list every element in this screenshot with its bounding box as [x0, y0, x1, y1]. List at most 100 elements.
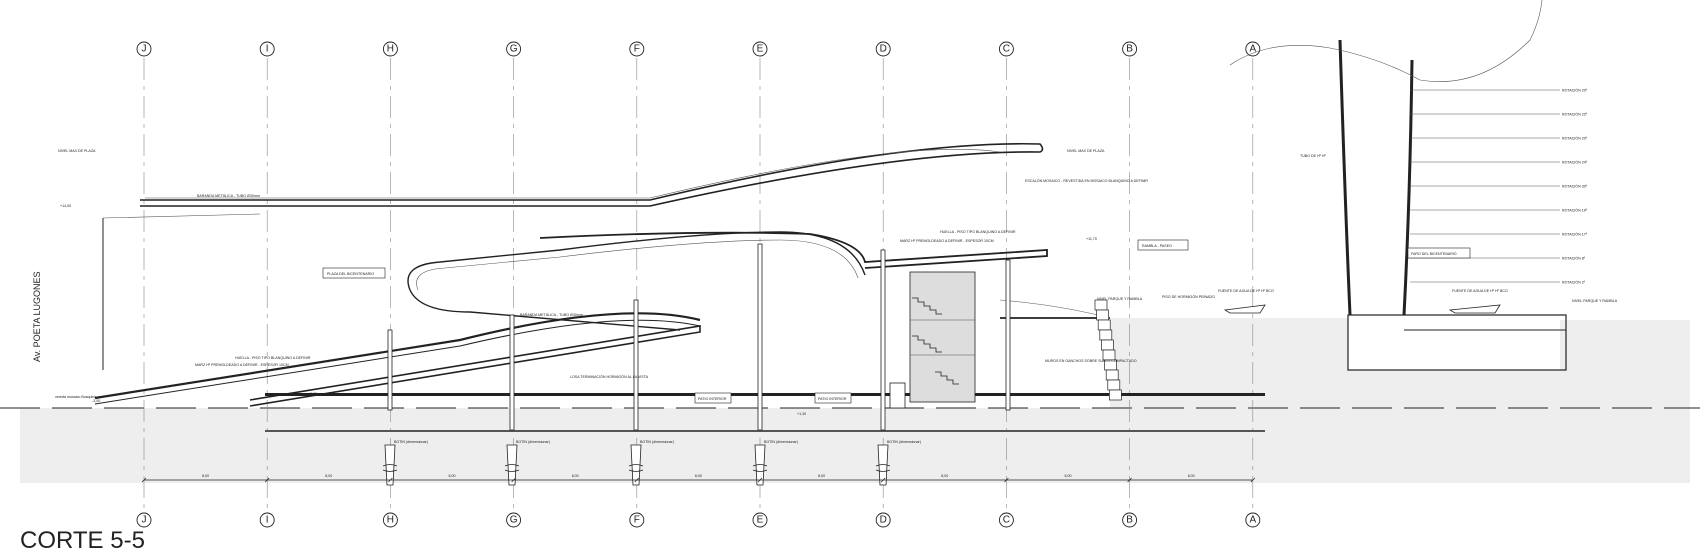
pile: [630, 444, 642, 486]
foundation-label: BOTIN (dimensionar): [764, 440, 798, 444]
annot-marz-top: MARZ Hº PREMOLDEADO A DEFINIR - ESPESOR …: [900, 239, 994, 243]
foundations: BOTIN (dimensionar) BOTIN (dimensionar) BO…: [382, 440, 921, 486]
pile: [877, 444, 889, 486]
dimension-tick: [1127, 477, 1132, 483]
column: [509, 314, 515, 431]
grid-bubble: [136, 41, 152, 57]
pile-break: [504, 464, 520, 472]
gabion-block: [1099, 329, 1113, 341]
ground-fill: [20, 318, 1690, 483]
grid-bubble: [1122, 512, 1138, 528]
gabion-block: [1105, 369, 1119, 381]
floor-label: ROTACIÓN 19º: [1562, 208, 1588, 213]
annot-cota-4: +1,30: [797, 412, 806, 416]
lower-slab: [265, 393, 1265, 396]
street-label: Av. POETA LUGONES: [32, 271, 42, 362]
room-label-faro: FARO DEL BICENTENARIO: [1411, 252, 1457, 256]
annot-losa: LOSA TERMINACIÓN HORMIGÓN AL LA VISTA: [570, 374, 649, 379]
stair-door: [889, 382, 906, 409]
grid-axis-label: B: [1126, 515, 1133, 526]
pile: [754, 444, 766, 486]
annot-cota-5: -3,00: [92, 399, 100, 403]
tower-base: [1347, 314, 1567, 371]
column: [880, 249, 886, 431]
grid-bubble: [506, 41, 522, 57]
grid-axis-label: C: [1003, 515, 1010, 526]
dimension-tick: [1004, 477, 1009, 483]
columns: [387, 243, 1011, 431]
fountains: [1223, 304, 1501, 314]
grid-axis-label: J: [142, 44, 147, 55]
grid-bubble: [1245, 512, 1261, 528]
grid-axis-label: E: [757, 515, 764, 526]
tower-curve: [1229, 0, 1543, 82]
annot-baranda-mid: BARANDA METÁLICA - TUBO Ø30mm: [520, 313, 583, 317]
dimension-value: 8,00: [1188, 474, 1195, 478]
room-label-plaza: PLAZA DEL BICENTENARIO: [327, 272, 374, 276]
pile-break: [875, 464, 891, 472]
pile: [506, 444, 518, 486]
annot-nivel-max-right: NIVEL MAX DE PLAZA: [1067, 149, 1105, 153]
gabion-block: [1101, 339, 1114, 351]
label-box-faro: [1407, 247, 1471, 259]
foundation-label: BOTIN (dimensionar): [640, 440, 674, 444]
label-box-patio-2: [814, 392, 852, 404]
dimension-tick: [634, 477, 640, 483]
grid-axis-label: A: [1249, 515, 1256, 526]
annot-vereda: vereda mosaico Bosquino: [55, 395, 96, 399]
upper-slab-curve: [539, 231, 1048, 269]
floor-label: ROTACIÓN 20º: [1562, 136, 1588, 141]
grid-axis-label: F: [634, 515, 640, 526]
annot-cota-3: +5,20: [308, 392, 317, 396]
dimension-tick: [880, 477, 886, 483]
grid-axis-label: D: [880, 515, 887, 526]
terrace-edge: [999, 299, 1111, 319]
grid-axis-label: I: [266, 515, 269, 526]
grid-bubble: [752, 512, 768, 528]
plaza-slope-lower: [94, 319, 701, 405]
dimension-value: 8,00: [818, 474, 825, 478]
pile: [384, 444, 396, 486]
dimension-value: 8,00: [1065, 474, 1072, 478]
gabion-block: [1096, 309, 1109, 321]
foundation-label: BOTIN (dimensionar): [394, 440, 428, 444]
fountain-1: [1223, 304, 1266, 314]
retaining-wall: [1094, 299, 1122, 401]
dimension-value: 8,00: [202, 474, 209, 478]
floor-label: ROTACIÓN 2º: [1562, 280, 1586, 285]
grid-axis-label: H: [387, 44, 394, 55]
floor-label: ROTACIÓN 17º: [1562, 232, 1588, 237]
plaza-top-outline: [102, 213, 261, 219]
annot-fuente-2: FUENTE DE AGUA DE Hº Hº BCO: [1452, 289, 1508, 293]
stair-flight-2: [912, 335, 942, 353]
grid-axis-label: I: [266, 44, 269, 55]
upper-ramp-handrail: [145, 149, 1001, 199]
dimension-tick: [264, 477, 270, 483]
dimension-tick: [1250, 477, 1256, 483]
grid-bubble: [629, 512, 645, 528]
dimension-tick: [141, 477, 147, 483]
pile-break: [628, 464, 644, 472]
annot-nivel-parque-2: NIVEL PARQUE Y RAMBLA: [1572, 299, 1618, 303]
floor-label: ROTACIÓN 24º: [1562, 160, 1588, 165]
dimension-value: 8,00: [572, 474, 579, 478]
plaza-slope: [94, 312, 701, 400]
annot-cota-1: +14,00: [60, 204, 71, 208]
column: [1005, 259, 1011, 411]
grid-bubble: [998, 512, 1014, 528]
tower-wall-left: [1338, 39, 1352, 316]
room-label-patio-1: PATIO INTERIOR: [698, 397, 727, 401]
annot-piso-hormigon: PISO DE HORMIGÓN PEINADO: [1162, 294, 1215, 299]
column: [757, 243, 763, 431]
upper-ramp: [140, 142, 1044, 207]
annot-escalon: ESCALÓN MOSAICO - REVESTIDA EN MOSAICO B…: [1025, 178, 1148, 183]
grid-bubble: [506, 512, 522, 528]
pile-break: [752, 464, 768, 472]
annot-baranda-top: BARANDA METÁLICA - TUBO Ø30mm: [197, 194, 260, 198]
annot-tubo: TUBO DE Hº Hº: [1300, 154, 1326, 158]
loop-ramp: [409, 289, 681, 331]
room-label-patio-2: PATIO INTERIOR: [818, 397, 847, 401]
